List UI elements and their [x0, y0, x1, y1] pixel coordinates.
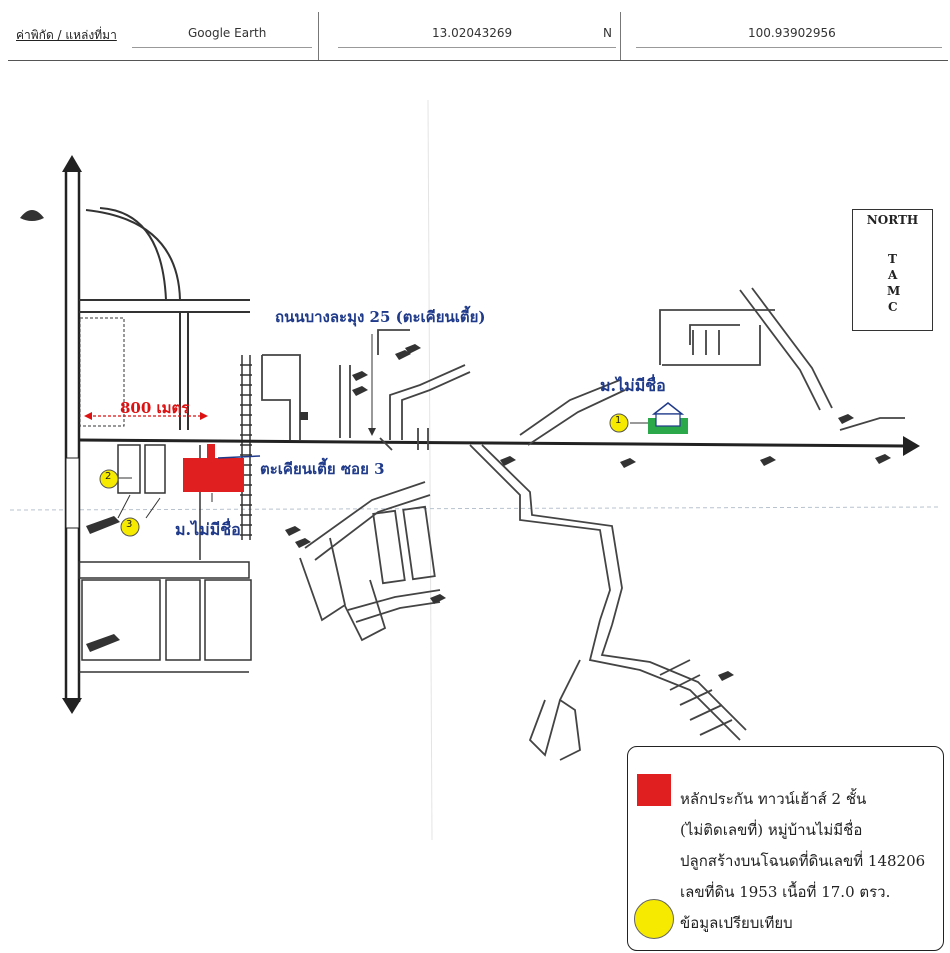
marker-3-number: 3: [126, 519, 133, 530]
soi-label: ตะเคียนเตี้ย ซอย 3: [260, 460, 385, 478]
marker-2-number: 2: [105, 471, 112, 482]
railway-line: [240, 355, 252, 540]
legend-line-2: (ไม่ติดเลขที่) หมู่บ้านไม่มีชื่อ: [680, 821, 863, 839]
main-road-banglamung-25: [78, 436, 920, 456]
comparable-marker-3: [120, 517, 140, 537]
latitude-value: 13.02043269: [432, 26, 513, 40]
legend-line-5: ข้อมูลเปรียบเทียบ: [680, 914, 793, 932]
comparable-marker-2: [99, 469, 119, 489]
legend-line-3: ปลูกสร้างบนโฉนดที่ดินเลขที่ 148206: [680, 852, 926, 870]
latitude-underline: [338, 47, 616, 48]
collateral-swatch: [637, 774, 671, 806]
north-letter-m: M: [887, 284, 901, 298]
comparable-marker-1: [609, 413, 629, 433]
map-legend: หลักประกัน ทาวน์เฮ้าส์ 2 ชั้น (ไม่ติดเลข…: [627, 746, 944, 951]
header-divider: [620, 12, 621, 60]
north-indicator: NORTH T A M C: [852, 209, 933, 331]
eastern-roads: [469, 287, 905, 761]
header-rule: [8, 60, 948, 61]
source-value: Google Earth: [188, 26, 267, 40]
scan-fold-line: [427, 100, 433, 841]
source-underline: [132, 47, 312, 48]
north-letter-c: C: [888, 300, 898, 314]
legend-line-4: เลขที่ดิน 1953 เนื้อที่ 17.0 ตรว.: [680, 883, 891, 901]
longitude-underline: [636, 47, 942, 48]
coordinate-header: ค่าพิกัด / แหล่งที่มา Google Earth 13.02…: [0, 0, 950, 62]
header-divider: [318, 12, 319, 60]
collateral-property: [183, 444, 261, 502]
road-title-label: ถนนบางละมุง 25 (ตะเคียนเตี้ย): [275, 308, 486, 326]
village-house-icon: [630, 402, 688, 434]
distance-label: 800 เมตร: [120, 399, 190, 417]
marker-1-number: 1: [615, 415, 622, 426]
central-side-roads: [261, 329, 471, 451]
location-map: 1 2 3 ถนนบางละมุง 25 (ตะเคียนเตี้ย) 800 …: [0, 100, 950, 953]
comparable-swatch: [634, 899, 674, 939]
landmark-symbols: [20, 210, 891, 681]
north-letter-a: A: [888, 268, 898, 282]
village-label-top: ม.ไม่มีชื่อ: [600, 376, 666, 395]
scan-crease-line: [9, 506, 941, 511]
lower-central-grid: [299, 481, 441, 642]
left-area-roads: [78, 207, 252, 673]
map-drawing: [9, 100, 941, 841]
village-label-bottom: ม.ไม่มีชื่อ: [175, 520, 241, 539]
longitude-value: 100.93902956: [748, 26, 836, 40]
coordinate-source-label: ค่าพิกัด / แหล่งที่มา: [16, 28, 117, 42]
main-highway: [62, 155, 82, 714]
north-letter-t: T: [888, 252, 897, 266]
legend-line-1: หลักประกัน ทาวน์เฮ้าส์ 2 ชั้น: [680, 790, 867, 808]
latitude-hemisphere: N: [603, 26, 612, 40]
north-word: NORTH: [866, 213, 919, 227]
